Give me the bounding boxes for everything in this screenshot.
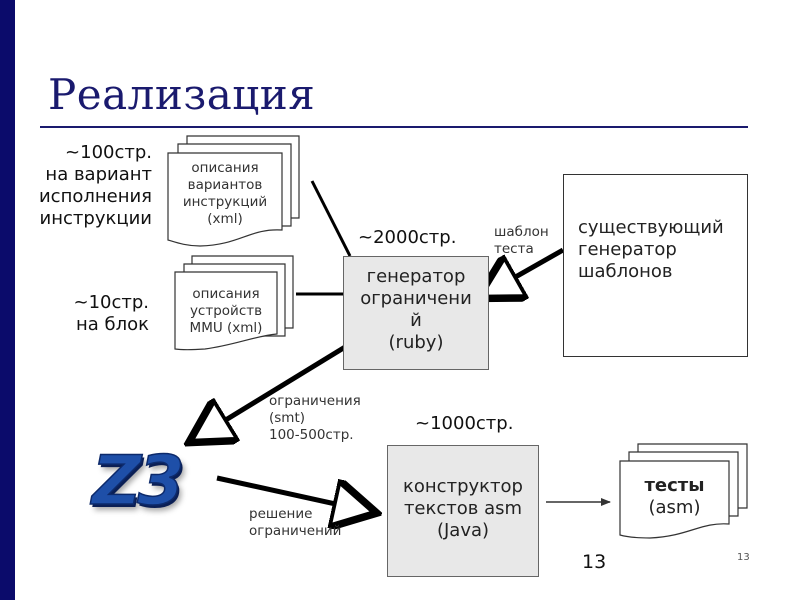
box-line: генератор	[578, 239, 677, 260]
annotation-constructor-size: ~1000стр.	[415, 413, 514, 434]
page-number: 13	[582, 551, 607, 573]
line-instr-to-generator	[310, 180, 352, 257]
doc-mmu-descriptions: описания устройств MMU (xml)	[175, 286, 277, 337]
annotation-line: на блок	[75, 314, 149, 335]
doc-line: описания	[191, 160, 259, 176]
slide-sidebar-bar	[0, 0, 15, 600]
doc-line: (xml)	[207, 211, 243, 227]
doc-line: описания	[192, 286, 260, 302]
doc-line: (asm)	[648, 497, 701, 518]
doc-stack-tests	[619, 443, 748, 539]
box-line: й	[410, 310, 422, 331]
annotation-line: на вариант	[45, 164, 152, 185]
annotation-line: ~100стр.	[65, 142, 152, 163]
annotation-line: решение	[249, 506, 313, 522]
doc-instr-descriptions: описания вариантов инструкций (xml)	[168, 160, 282, 228]
box-line: конструктор	[403, 476, 523, 497]
annotation-line: шаблон	[494, 224, 549, 240]
annotation-line: 100-500стр.	[269, 427, 354, 443]
box-line: (ruby)	[388, 332, 444, 353]
box-line: текстов asm	[403, 498, 523, 519]
annotation-solution: решение ограничений	[249, 506, 341, 540]
annotation-line: (smt)	[269, 410, 306, 426]
box-line: существующий	[578, 217, 724, 238]
annotation-line: ~10стр.	[73, 292, 149, 313]
annotation-constraints: ограничения (smt) 100-500стр.	[269, 393, 361, 444]
doc-line: инструкций	[182, 194, 268, 210]
annotation-line: ограничения	[269, 393, 361, 409]
arrow-generator-to-z3	[193, 341, 352, 440]
box-existing-template-generator: существующий генератор шаблонов	[563, 174, 748, 357]
page-number-small: 13	[737, 552, 750, 563]
annotation-instr-variants: ~100стр. на вариант исполнения инструкци…	[39, 142, 152, 230]
doc-stack-instr	[167, 135, 300, 247]
annotation-mmu-block: ~10стр. на блок	[73, 292, 149, 336]
doc-stack-mmu	[174, 255, 294, 351]
doc-line: MMU (xml)	[189, 320, 263, 336]
annotation-generator-size: ~2000стр.	[358, 227, 457, 248]
annotation-line: инструкции	[39, 208, 152, 229]
title-underline	[40, 126, 748, 128]
box-asm-constructor: конструктор текстов asm (Java)	[387, 445, 539, 577]
z3-logo: Z3	[91, 442, 185, 521]
box-constraint-generator: генератор ограничени й (ruby)	[343, 256, 489, 370]
box-line: шаблонов	[578, 261, 673, 282]
annotation-line: ограничений	[249, 523, 342, 539]
box-line: генератор	[366, 266, 466, 287]
doc-tests: тесты (asm)	[620, 475, 729, 519]
annotation-template: шаблон теста	[494, 224, 549, 258]
annotation-line: исполнения	[38, 186, 152, 207]
arrow-z3-to-constructor	[216, 475, 372, 512]
doc-line: вариантов	[187, 177, 263, 193]
box-line: (Java)	[436, 520, 490, 541]
slide-title: Реализация	[48, 70, 316, 119]
doc-line: тесты	[644, 475, 705, 496]
doc-line: устройств	[189, 303, 263, 319]
box-line: ограничени	[360, 288, 472, 309]
annotation-line: теста	[494, 241, 534, 257]
arrow-template-to-generator	[482, 247, 565, 296]
